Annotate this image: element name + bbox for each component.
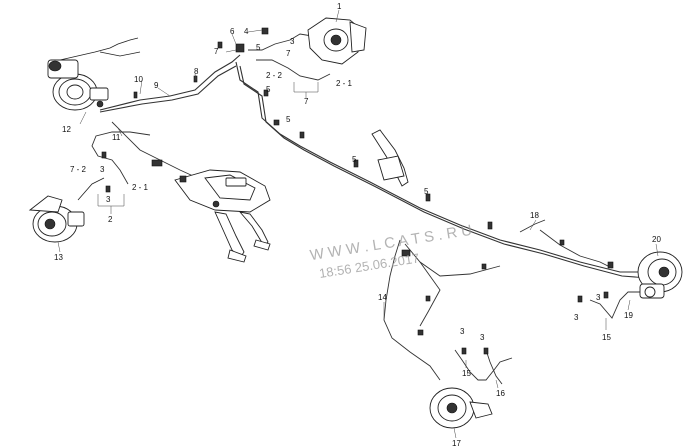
front-right-caliper xyxy=(307,17,367,65)
callout-5-d: 5 xyxy=(352,155,357,164)
leader-lines xyxy=(57,9,659,439)
pipe-clips xyxy=(101,27,614,355)
callout-4: 4 xyxy=(244,27,249,36)
callout-7-left: 7 xyxy=(286,49,291,58)
callout-2-left: 2 xyxy=(108,215,113,224)
callout-16: 16 xyxy=(496,389,505,398)
callout-3-bot-a: 3 xyxy=(460,327,465,336)
callout-19: 19 xyxy=(624,311,633,320)
callout-2-2-top: 2 - 2 xyxy=(266,71,283,80)
callout-3-right-a: 3 xyxy=(574,313,579,322)
callout-1: 1 xyxy=(337,2,342,11)
brake-pipe-network xyxy=(91,33,649,385)
callout-3-right-b: 3 xyxy=(596,293,601,302)
callout-5-b: 5 xyxy=(266,85,271,94)
callout-10: 10 xyxy=(134,75,143,84)
callout-labels: 1 6 4 7 5 3 7 2 - 2 2 - 1 7 5 5 8 9 10 1… xyxy=(54,2,661,447)
callout-15-bot: 15 xyxy=(462,369,471,378)
callout-5-c: 5 xyxy=(286,115,291,124)
callout-18: 18 xyxy=(530,211,539,220)
callout-15-right: 15 xyxy=(602,333,611,342)
callout-3-bot-b: 3 xyxy=(480,333,485,342)
parking-brake-lever xyxy=(371,129,409,187)
callout-11: 11 xyxy=(112,133,121,142)
callout-3-left-a: 3 xyxy=(100,165,105,174)
callout-13: 13 xyxy=(54,253,63,262)
callout-5-e: 5 xyxy=(424,187,429,196)
callout-8: 8 xyxy=(194,67,199,76)
callout-2-2-left: 7 - 2 xyxy=(70,165,87,174)
callout-2-1-top: 2 - 1 xyxy=(336,79,353,88)
rear-left-brake-drum xyxy=(429,387,493,429)
callout-5-a: 5 xyxy=(256,43,261,52)
callout-6: 6 xyxy=(230,27,235,36)
callout-3-left-b: 3 xyxy=(106,195,111,204)
callout-9: 9 xyxy=(154,81,159,90)
callout-14: 14 xyxy=(378,293,387,302)
front-left-brake-disc xyxy=(28,177,105,243)
pedal-assembly xyxy=(174,169,271,263)
callout-7-bottom: 7 xyxy=(304,97,309,106)
callout-20: 20 xyxy=(652,235,661,244)
callout-2-1-left: 2 - 1 xyxy=(132,183,149,192)
callout-7-top: 7 xyxy=(214,47,219,56)
brake-booster-master-cylinder xyxy=(47,37,141,111)
rear-right-brake-drum xyxy=(637,251,683,299)
callout-12: 12 xyxy=(62,125,71,134)
callout-17: 17 xyxy=(452,439,461,447)
callout-3-top: 3 xyxy=(290,37,295,46)
